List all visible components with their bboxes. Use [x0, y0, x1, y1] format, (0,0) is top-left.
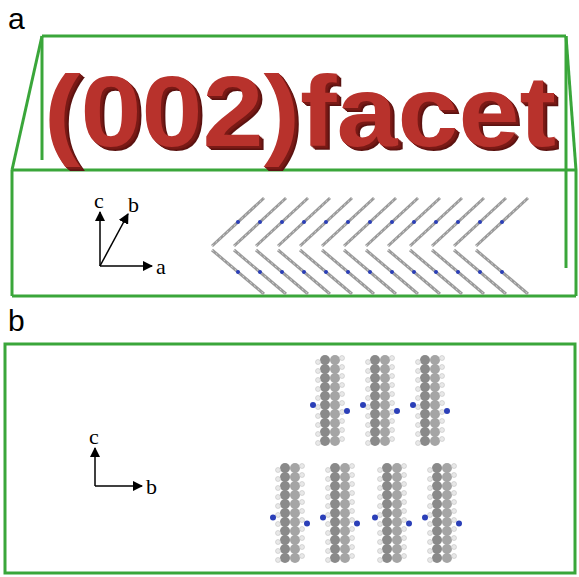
unit-cell-box [12, 36, 576, 296]
molecule-columns [270, 355, 462, 563]
axis-label: a [156, 254, 166, 280]
axis-label: b [128, 192, 139, 218]
axis-triad [100, 212, 152, 266]
facet-title: (002)facet [44, 54, 556, 169]
unit-cell-box [5, 344, 575, 573]
axis-label: b [146, 474, 157, 500]
molecule-stack [212, 198, 528, 294]
panel-label: a [8, 2, 25, 36]
panel-label: b [8, 304, 25, 338]
axis-label: c [89, 424, 99, 450]
axis-triad [95, 448, 142, 486]
axis-label: c [94, 188, 104, 214]
